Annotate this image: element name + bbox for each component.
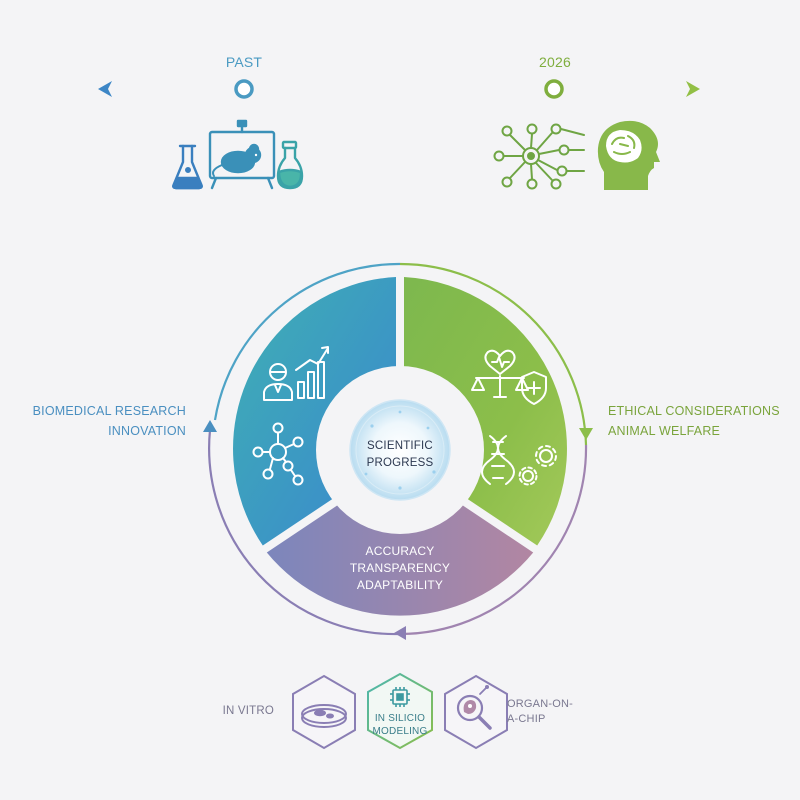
brain-head-icon xyxy=(597,120,660,190)
segment-ethical xyxy=(404,277,567,546)
timeline-right-arrowhead xyxy=(686,81,700,97)
lab-mouse-icon xyxy=(208,119,276,190)
flask-icon xyxy=(172,144,203,190)
in-vitro-label: IN VITRO xyxy=(222,705,274,717)
microchip-icon xyxy=(390,687,410,707)
segment-accuracy xyxy=(266,504,534,616)
hex-in-silico xyxy=(367,672,433,750)
scale-heart-shield-icon xyxy=(471,349,547,405)
timeline-past-node xyxy=(234,79,254,99)
timeline-2026-node xyxy=(544,79,564,99)
researcher-chart-icon xyxy=(263,346,329,401)
timeline-2026-label: 2026 xyxy=(539,54,571,70)
ring-arrow-bottom xyxy=(394,626,406,640)
timeline xyxy=(98,79,700,99)
network-nodes-icon xyxy=(493,123,585,190)
magnifier-icon xyxy=(456,685,492,730)
ring-arrow-left xyxy=(203,420,217,432)
flask-icon xyxy=(276,140,304,190)
cycle-segments xyxy=(233,277,567,616)
petri-dish-icon xyxy=(301,704,347,728)
hex-in-vitro xyxy=(292,674,356,750)
timeline-left-arrowhead xyxy=(98,81,112,97)
ring-arrow-right xyxy=(579,428,593,440)
segment-biomedical xyxy=(233,277,396,546)
hex-organ-on-chip xyxy=(444,674,508,750)
cycle-outer-ring xyxy=(203,262,593,640)
dna-gears-icon xyxy=(481,435,557,486)
center-orb xyxy=(316,366,484,534)
molecule-icon xyxy=(252,422,304,486)
organ-on-chip-label: ORGAN-ON-A-CHIP xyxy=(507,698,573,725)
timeline-past-label: PAST xyxy=(225,54,263,70)
